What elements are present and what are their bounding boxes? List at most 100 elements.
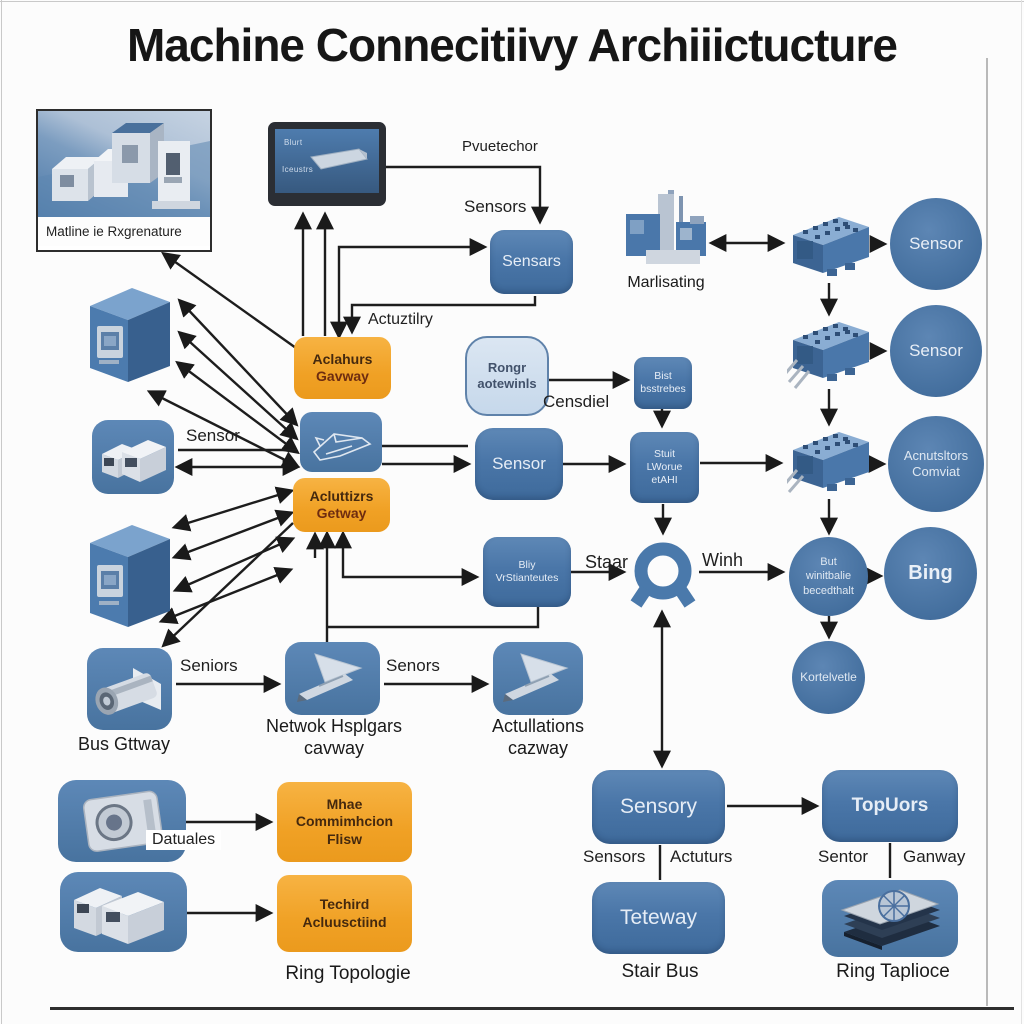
frame-left xyxy=(1,0,2,1024)
node-gavway-line1: Aclahurs xyxy=(312,350,373,367)
label-sensor-left: Sensor xyxy=(186,426,240,445)
label-datuales: Datuales xyxy=(146,830,222,850)
label-pvuetechor: Pvuetechor xyxy=(462,138,538,155)
node-flow-line3: Flisw xyxy=(326,830,362,847)
device-pair-icon xyxy=(60,872,187,952)
node-tech-line1: Techird xyxy=(319,896,370,912)
circle-but-line2: winitbalie xyxy=(805,570,852,583)
caption-actuations-gateway-2: cazway xyxy=(507,738,569,758)
caption-ring-topologie: Ring Topologie xyxy=(285,963,411,984)
node-stuit-line2: LWorue xyxy=(646,460,683,473)
manufacturing-machine-icon xyxy=(626,190,706,264)
node-techird-actuusticind: Techird Acluusctiind xyxy=(277,875,412,952)
terminal-block-icon-2 xyxy=(787,322,869,389)
machine-cube-icon-1 xyxy=(90,288,170,382)
node-actuators-gateway-1: Aclahurs Gavway xyxy=(294,337,391,399)
label-topuors-ganway: Ganway xyxy=(903,847,966,866)
label-sensors-top: Sensors xyxy=(464,197,527,216)
caption-network-gateway-2: cavway xyxy=(303,738,365,758)
circle-sensor-1: Sensor xyxy=(890,198,982,290)
label-senors: Senors xyxy=(386,656,440,675)
ring-device-icon xyxy=(822,880,958,957)
circle-sensor-1-label: Sensor xyxy=(909,234,963,254)
node-gavway-line2: Gavway xyxy=(316,368,369,384)
label-sensory-actuturs: Actuturs xyxy=(670,847,733,866)
label-censdiel: Censdiel xyxy=(543,392,610,411)
node-communication-flow: Mhae Commimhcion Flisw xyxy=(277,782,412,862)
label-sensory-sensors: Sensors xyxy=(583,847,646,866)
diagram-title: Machine Connecitiivy Archiiictucture xyxy=(126,19,898,71)
caption-actuations-gateway-1: Actullations xyxy=(491,716,585,736)
machine-photo-image xyxy=(38,111,210,217)
node-flow-line2: Commimhcion xyxy=(295,813,394,830)
sensor-devices-icon xyxy=(92,420,174,494)
node-bliy: Bliy VrStianteutes xyxy=(483,537,571,607)
circle-bing: Bing xyxy=(884,527,977,620)
node-bist-line2: bsstrebes xyxy=(640,383,686,395)
monitor-icon: Blurt Iceustrs xyxy=(268,122,386,206)
node-bliy-line1: Bliy xyxy=(518,558,536,571)
node-tech-line2: Acluusctiind xyxy=(302,913,387,930)
circle-actuators-conwat: Acnutsltors Comviat xyxy=(888,416,984,512)
node-getway-line2: Getway xyxy=(316,505,367,521)
node-flow-line1: Mhae xyxy=(326,795,363,812)
circle-sensor-2-label: Sensor xyxy=(909,341,963,361)
node-sensor-mid-label: Sensor xyxy=(492,454,546,474)
node-teteway: Teteway xyxy=(592,882,725,954)
node-sensory-label: Sensory xyxy=(619,794,698,818)
node-teteway-label: Teteway xyxy=(619,905,698,929)
network-gateway-icon xyxy=(285,642,380,715)
circle-bing-label: Bing xyxy=(908,562,953,584)
node-sensor-mid: Sensor xyxy=(475,428,563,500)
machine-photo-frame: Matline ie Rxgrenature xyxy=(36,109,212,252)
node-topuors-label: TopUors xyxy=(851,795,929,817)
node-stuit-line1: Stuit xyxy=(653,447,675,460)
circle-but-line3: becedthalt xyxy=(803,584,854,597)
node-getway-line1: Acluttizrs xyxy=(309,487,374,504)
node-rongr-line1: Rongr xyxy=(487,359,527,375)
node-stuit-line3: etAHI xyxy=(651,474,678,487)
frame-right-outer xyxy=(1021,0,1022,1024)
gateway-device-icon xyxy=(300,412,382,472)
caption-ring-taplioce: Ring Taplioce xyxy=(836,961,950,982)
node-sensors-box: Sensars xyxy=(490,230,573,294)
label-staar: Staar xyxy=(585,552,629,572)
actuations-gateway-icon xyxy=(493,642,583,715)
star-ring-icon xyxy=(630,542,696,608)
monitor-screen-text-1: Blurt xyxy=(284,138,303,147)
frame-right-inner xyxy=(986,58,988,1006)
caption-stair-bus: Stair Bus xyxy=(621,961,699,982)
circle-kortelvetle-label: Kortelvetle xyxy=(800,670,857,684)
label-winh: Winh xyxy=(702,550,744,570)
circle-kortelvetle: Kortelvetle xyxy=(792,641,865,714)
node-bist: Bist bsstrebes xyxy=(634,357,692,409)
node-sensory: Sensory xyxy=(592,770,725,844)
circle-but-line1: But xyxy=(820,556,837,569)
bus-gateway-icon xyxy=(87,648,172,730)
label-seniors: Seniors xyxy=(180,656,238,675)
node-actuators-gateway-2: Acluttizrs Getway xyxy=(293,478,390,532)
frame-bottom xyxy=(50,1007,1014,1010)
label-actuztury: Actuztilry xyxy=(368,311,433,328)
caption-bus-gateway: Bus Gttway xyxy=(78,734,171,754)
terminal-block-icon-3 xyxy=(787,432,869,493)
node-sensors-box-label: Sensars xyxy=(502,253,561,270)
circle-actuators-line2: Comviat xyxy=(912,464,960,479)
circle-sensor-2: Sensor xyxy=(890,305,982,397)
node-bist-line1: Bist xyxy=(654,369,672,382)
circle-but-winitbalie: But winitbalie becedthalt xyxy=(789,537,868,616)
caption-network-gateway-1: Netwok Hsplgars xyxy=(265,716,403,736)
label-topuors-sentor: Sentor xyxy=(818,847,869,866)
circle-actuators-line1: Acnutsltors xyxy=(903,447,969,463)
node-stuit: Stuit LWorue etAHI xyxy=(630,432,699,503)
node-rongr-line2: aotewinls xyxy=(477,376,537,391)
monitor-screen-text-2: Iceustrs xyxy=(282,165,314,174)
machine-photo-caption: Matline ie Rxgrenature xyxy=(38,217,210,246)
frame-top xyxy=(0,1,1024,2)
terminal-block-icon-1 xyxy=(793,217,869,276)
node-topuors: TopUors xyxy=(822,770,958,842)
node-bliy-line2: VrStianteutes xyxy=(495,572,559,584)
node-rongr: Rongr aotewinls xyxy=(465,336,549,416)
